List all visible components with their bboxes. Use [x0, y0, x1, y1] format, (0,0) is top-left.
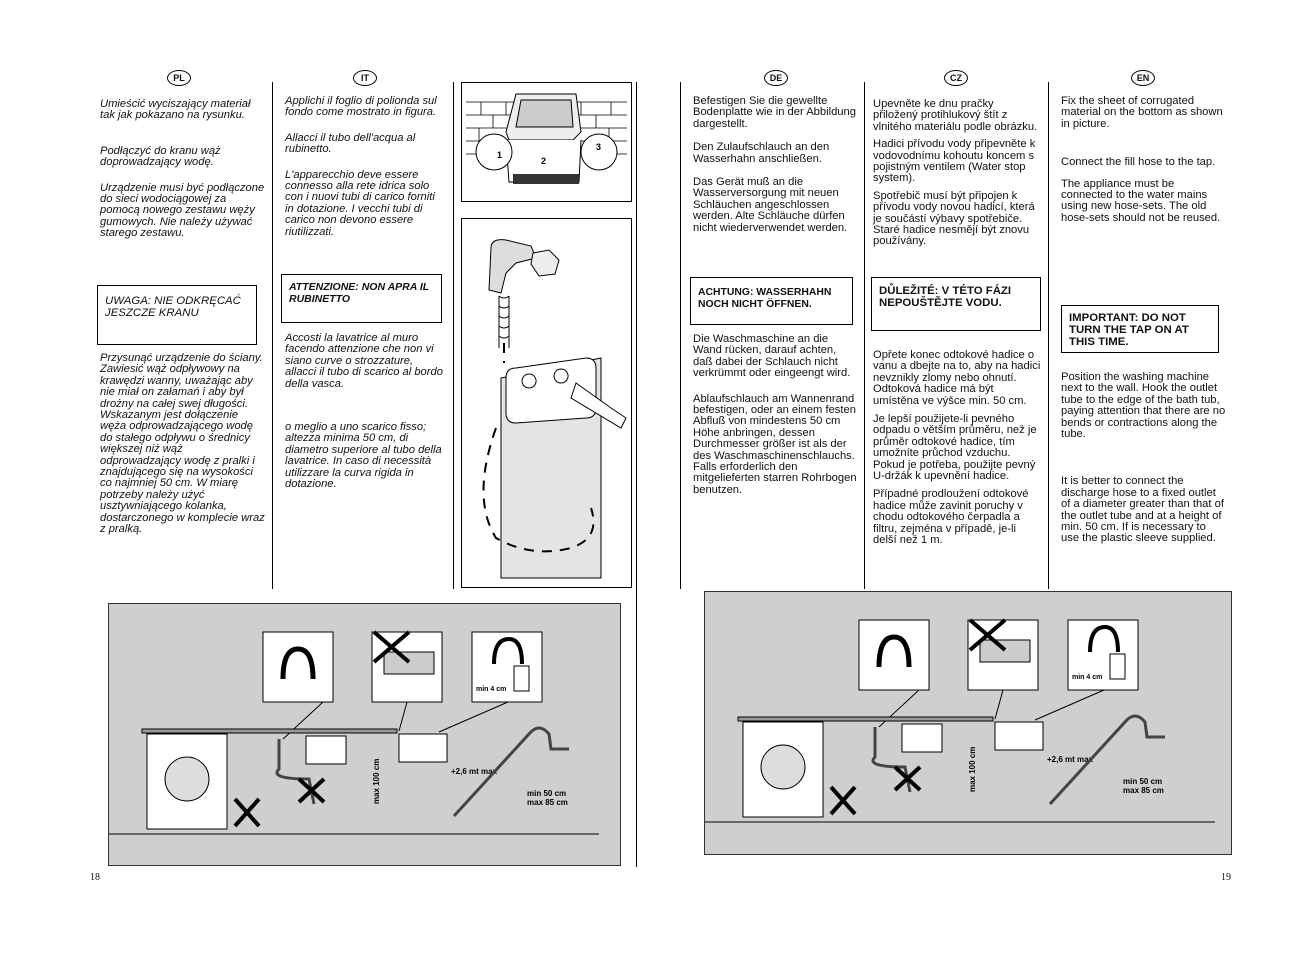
lang-badge-cz: CZ [944, 70, 968, 86]
lang-badge-en: EN [1131, 70, 1155, 86]
it-column-2: Accosti la lavatrice al muro facendo att… [285, 332, 445, 501]
pl-column-2: Przysunąć urządzenie do ściany. Zawiesić… [100, 352, 265, 547]
en-text-4: Position the washing machine next to the… [1061, 371, 1226, 441]
de-warning-text: ACHTUNG: WASSERHAHN NOCH NICHT ÖFFNEN. [698, 287, 832, 310]
page-number-left: 18 [90, 872, 100, 883]
drain-diagram-right: min 4 cm max 100 cm +2,6 mt max min 50 c… [704, 591, 1232, 855]
lang-badge-it: IT [353, 70, 377, 86]
figure-label-2: 2 [541, 156, 546, 166]
en-text-5: It is better to connect the discharge ho… [1061, 475, 1224, 545]
page-edge [680, 82, 681, 589]
drain-diagram-left: min 4 cm max 100 cm +2,6 mt max min 50 c… [108, 603, 621, 866]
lang-badge-de: DE [764, 70, 788, 86]
page-edge [636, 82, 637, 867]
min-4cm-label: min 4 cm [1072, 674, 1102, 681]
height-max-label: +2,6 mt max [1047, 755, 1094, 764]
en-text-2: Connect the fill hose to the tap. [1061, 156, 1216, 169]
en-warning-box: IMPORTANT: DO NOT TURN THE TAP ON AT THI… [1061, 305, 1219, 353]
de-text-5: Ablaufschlauch am Wannenrand befestigen,… [693, 392, 857, 496]
height-max-label: +2,6 mt max [451, 767, 498, 776]
en-column: Fix the sheet of corrugated material on … [1061, 95, 1226, 235]
en-text-3: The appliance must be connected to the w… [1061, 177, 1221, 224]
max-100cm-label: max 100 cm [968, 747, 977, 792]
max-100cm-label: max 100 cm [372, 759, 381, 804]
it-text-5: o meglio a uno scarico fisso; altezza mi… [285, 421, 442, 491]
it-warning-text: ATTENZIONE: NON APRA IL RUBINETTO [289, 281, 429, 305]
pl-text-2: Podłączyć do kranu wąż doprowadzający wo… [100, 144, 221, 169]
cz-column-2: Opřete konec odtokové hadice o vanu a db… [873, 349, 1041, 558]
de-text-3: Das Gerät muß an die Wasserversorgung mi… [693, 176, 848, 234]
cz-column: Upevněte ke dnu pračky přiložený protihl… [873, 98, 1038, 259]
column-divider [272, 82, 273, 589]
cz-warning-box: DŮLEŽITÉ: V TÉTO FÁZI NEPOUŠTĚJTE VODU. [871, 277, 1041, 331]
it-warning-box: ATTENZIONE: NON APRA IL RUBINETTO [281, 274, 442, 323]
tap-hose-figure [461, 218, 632, 588]
cz-warning-text: DŮLEŽITÉ: V TÉTO FÁZI NEPOUŠTĚJTE VODU. [879, 285, 1012, 309]
it-text-2: Allacci il tubo dell'acqua al rubinetto. [285, 131, 416, 156]
cz-text-5: Je lepší použijete-li pevného odpadu o v… [873, 413, 1037, 483]
pl-text-4: Przysunąć urządzenie do ściany. Zawiesić… [100, 352, 265, 536]
it-column: Applichi il foglio di polionda sul fondo… [285, 95, 445, 249]
pl-text-3: Urządzenie musi być podłączone do sieci … [100, 181, 265, 240]
it-text-1: Applichi il foglio di polionda sul fondo… [285, 95, 437, 119]
pl-warning-box: UWAGA: NIE ODKRĘCAĆ JESZCZE KRANU [97, 285, 257, 345]
cz-text-4: Opřete konec odtokové hadice o vanu a db… [873, 349, 1041, 407]
min-4cm-label: min 4 cm [476, 686, 506, 693]
lang-badge-pl: PL [167, 70, 191, 86]
column-divider [864, 82, 865, 589]
en-text-1: Fix the sheet of corrugated material on … [1061, 95, 1223, 130]
en-warning-text: IMPORTANT: DO NOT TURN THE TAP ON AT THI… [1069, 312, 1189, 348]
page-number-right: 19 [1221, 872, 1231, 883]
column-divider [1048, 82, 1049, 589]
de-text-2: Den Zulaufschlauch an den Wasserhahn ans… [693, 141, 830, 165]
pl-column: Umieścić wyciszający materiał tak jak po… [100, 98, 265, 251]
pl-text-1: Umieścić wyciszający materiał tak jak po… [100, 98, 251, 122]
column-divider [453, 82, 454, 589]
it-text-3: L'apparecchio deve essere connesso alla … [285, 168, 435, 238]
cz-text-1: Upevněte ke dnu pračky přiložený protihl… [873, 98, 1038, 133]
pl-warning-text: UWAGA: NIE ODKRĘCAĆ JESZCZE KRANU [105, 295, 241, 319]
de-column-2: Die Waschmaschine an die Wand rücken, da… [693, 333, 858, 507]
de-text-4: Die Waschmaschine an die Wand rücken, da… [693, 333, 851, 380]
cz-text-3: Spotřebič musí být připojen k přívodu vo… [873, 189, 1035, 248]
de-warning-box: ACHTUNG: WASSERHAHN NOCH NICHT ÖFFNEN. [690, 277, 853, 325]
it-text-4: Accosti la lavatrice al muro facendo att… [285, 332, 443, 390]
insulation-sheet-figure: 1 2 3 [461, 82, 632, 202]
de-column: Befestigen Sie die gewellte Bodenplatte … [693, 95, 858, 245]
cz-text-6: Případné prodloužení odtokové hadice můž… [873, 488, 1029, 547]
figure-label-3: 3 [596, 142, 601, 152]
en-column-2: Position the washing machine next to the… [1061, 371, 1226, 556]
de-text-1: Befestigen Sie die gewellte Bodenplatte … [693, 95, 856, 130]
cz-text-2: Hadici přívodu vody připevněte k vodovod… [873, 138, 1036, 185]
figure-label-1: 1 [497, 150, 502, 160]
